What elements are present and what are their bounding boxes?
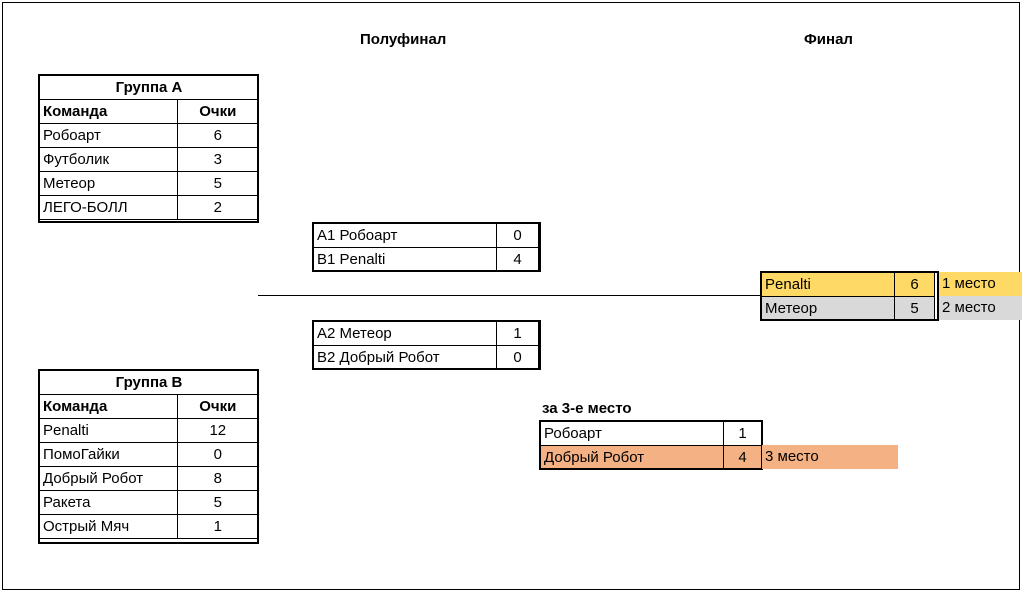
points-cell: 2: [176, 195, 260, 220]
group-b-col-points: Очки: [176, 394, 260, 419]
group-a-col-points: Очки: [176, 99, 260, 124]
team-cell: ПомоГайки: [39, 442, 178, 467]
team-cell: ЛЕГО-БОЛЛ: [39, 195, 178, 220]
points-cell: 5: [176, 171, 260, 196]
points-cell: 0: [176, 442, 260, 467]
second-place-label: 2 место: [939, 296, 1022, 320]
third-place-label: 3 место: [762, 445, 898, 469]
team-cell: А2 Метеор: [313, 321, 497, 346]
points-cell: 3: [176, 147, 260, 172]
team-cell: Добрый Робот: [39, 466, 178, 491]
points-cell: 6: [176, 123, 260, 148]
team-cell: Острый Мяч: [39, 514, 178, 539]
group-a-col-team: Команда: [39, 99, 178, 124]
team-cell: Метеор: [39, 171, 178, 196]
score-cell: 0: [496, 345, 539, 370]
team-cell: В2 Добрый Робот: [313, 345, 497, 370]
score-cell: 1: [723, 421, 762, 446]
score-cell: 6: [894, 272, 935, 297]
first-place-label: 1 место: [939, 272, 1022, 296]
points-cell: 5: [176, 490, 260, 515]
score-cell: 1: [496, 321, 539, 346]
table-row: Метеор 5: [761, 296, 935, 321]
semifinal-header: Полуфинал: [360, 31, 447, 48]
team-cell: Футболик: [39, 147, 178, 172]
group-b-col-team: Команда: [39, 394, 178, 419]
team-cell: Метеор: [761, 296, 895, 321]
score-cell: 0: [496, 223, 539, 248]
team-cell: А1 Робоарт: [313, 223, 497, 248]
group-b-title: Группа В: [39, 370, 259, 395]
score-cell: 5: [894, 296, 935, 321]
table-row: Penalti 6: [761, 272, 935, 297]
team-cell: Penalti: [761, 272, 895, 297]
team-cell: Робоарт: [540, 421, 724, 446]
table-row: Добрый Робот 4: [540, 445, 762, 470]
team-cell: В1 Penalti: [313, 247, 497, 272]
final-table: Penalti 6 Метеор 5: [761, 272, 935, 321]
points-cell: 8: [176, 466, 260, 491]
bracket-line: [258, 295, 760, 296]
team-cell: Робоарт: [39, 123, 178, 148]
score-cell: 4: [723, 445, 762, 470]
table-row: Робоарт 1: [540, 421, 762, 446]
team-cell: Ракета: [39, 490, 178, 515]
points-cell: 12: [176, 418, 260, 443]
third-place-table: Робоарт 1 Добрый Робот 4: [540, 421, 762, 470]
group-a-title: Группа А: [39, 75, 259, 100]
points-cell: 1: [176, 514, 260, 539]
final-header: Финал: [804, 31, 853, 48]
score-cell: 4: [496, 247, 539, 272]
third-place-header: за 3-е место: [542, 400, 632, 417]
team-cell: Penalti: [39, 418, 178, 443]
team-cell: Добрый Робот: [540, 445, 724, 470]
